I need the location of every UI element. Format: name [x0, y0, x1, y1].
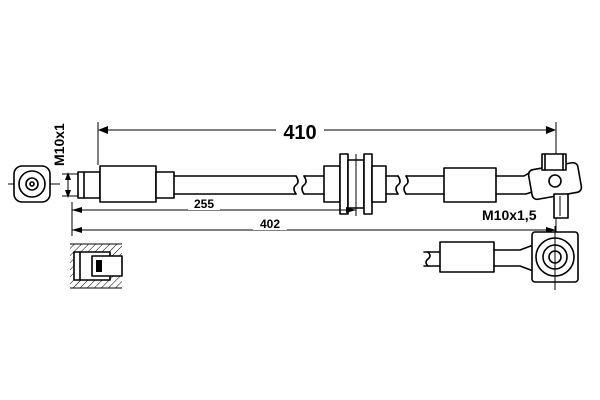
dimension-255-label: 255 — [194, 197, 214, 211]
thread-dimension-left: M10x1 — [51, 123, 90, 198]
dimension-410: 410 — [97, 118, 557, 165]
fitting-detail — [423, 226, 579, 290]
section-detail — [70, 243, 123, 289]
left-end-view — [8, 165, 60, 203]
hose-side-view — [77, 153, 583, 219]
dimension-410-label: 410 — [283, 122, 316, 144]
dimension-402-label: 402 — [260, 217, 280, 231]
dimension-255: 255 — [71, 197, 357, 216]
dimension-402: 402 — [71, 216, 557, 236]
thread-label-left: M10x1 — [51, 123, 67, 166]
thread-label-right: M10x1,5 — [482, 207, 537, 223]
